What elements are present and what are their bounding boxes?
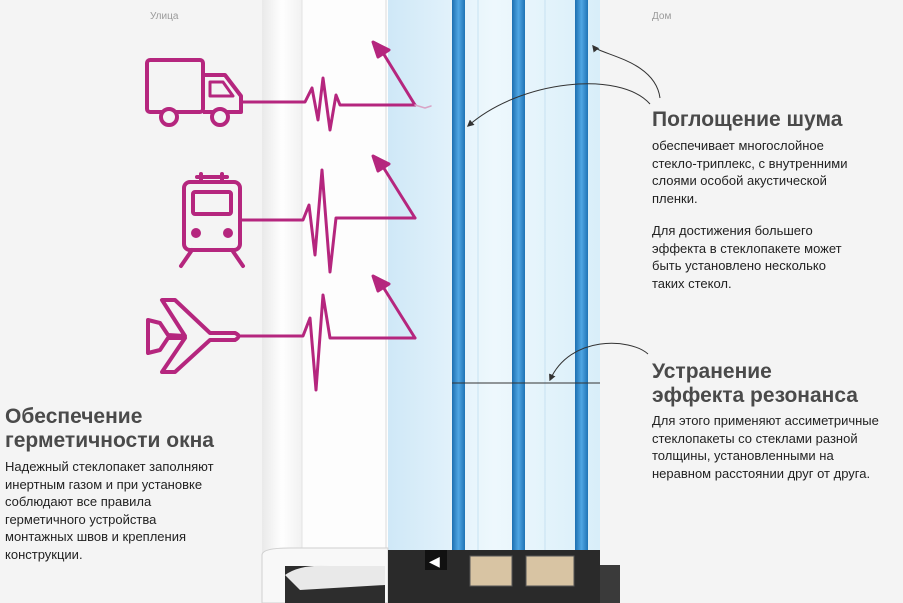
home-label: Дом <box>652 11 672 22</box>
glass-pane-2 <box>512 0 525 575</box>
glass-unit <box>388 0 600 575</box>
sealing-text: Надежный стеклопакет заполняют инертным … <box>5 459 214 562</box>
noise-absorption-text: обеспечивает многослойное стекло-триплек… <box>652 138 848 206</box>
arrow-to-resonance <box>549 342 649 382</box>
noise-absorption-title: Поглощение шума <box>652 108 843 131</box>
sound-wave-truck <box>239 40 432 132</box>
sound-wave-airplane <box>236 274 417 392</box>
resonance-title: Устранение эффекта резонанса <box>652 360 858 407</box>
bottom-frame-profile: ◀ <box>261 547 620 603</box>
arrow-to-outer-pane <box>592 44 661 99</box>
arrow-to-inner-pane <box>466 83 651 127</box>
sealing-title: Обеспечение герметичности окна <box>5 405 214 452</box>
truck-icon <box>145 58 243 127</box>
resonance-text: Для этого применяют ассиметричные стекло… <box>652 413 879 481</box>
glass-pane-1 <box>452 0 465 575</box>
glass-pane-3 <box>575 0 588 575</box>
sound-wave-train <box>238 154 417 274</box>
noise-absorption-extra-text: Для достижения большего эффекта в стекло… <box>652 223 842 291</box>
street-label: Улица <box>150 11 179 22</box>
svg-text:◀: ◀ <box>429 554 440 570</box>
airplane-icon <box>146 298 241 374</box>
train-icon <box>179 172 245 268</box>
